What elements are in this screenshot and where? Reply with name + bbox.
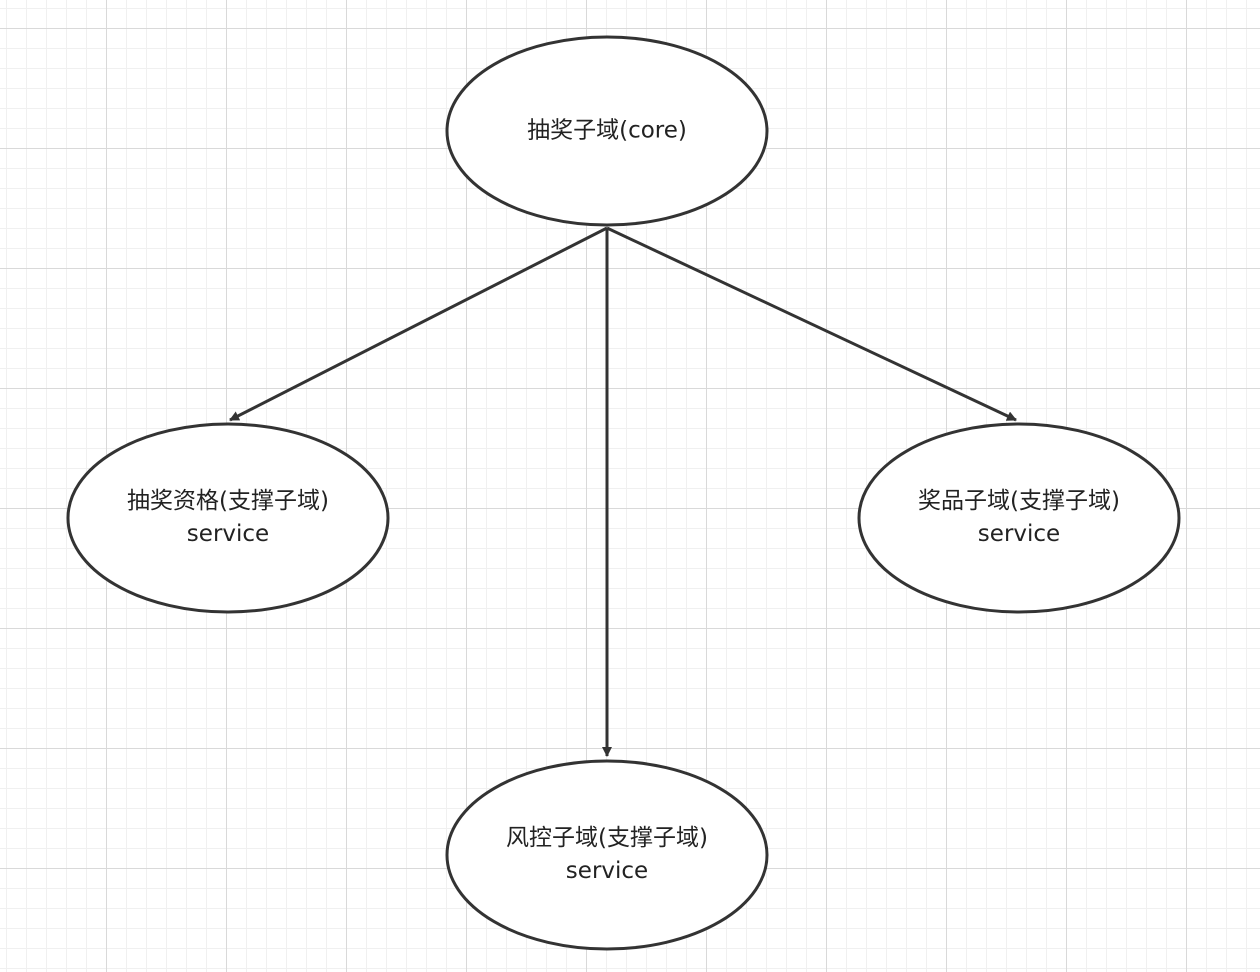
node-prize-title: 奖品子域(支撑子域) bbox=[918, 488, 1120, 514]
nodes bbox=[66, 35, 1181, 951]
edges bbox=[229, 226, 1017, 757]
node-core-title: 抽奖子域(core) bbox=[527, 117, 687, 144]
node-qualification-subtitle: service bbox=[186, 521, 270, 547]
node-prize-label: 奖品子域(支撑子域) service bbox=[918, 485, 1120, 551]
node-core-shape[interactable] bbox=[445, 35, 769, 227]
node-qualification-title: 抽奖资格(支撑子域) bbox=[127, 488, 329, 514]
node-qualification-label: 抽奖资格(支撑子域) service bbox=[127, 485, 329, 551]
node-risk-label: 风控子域(支撑子域) service bbox=[506, 822, 708, 888]
node-risk-shape[interactable] bbox=[445, 759, 769, 951]
node-risk-subtitle: service bbox=[565, 858, 649, 884]
node-qualification-shape[interactable] bbox=[66, 422, 390, 614]
node-prize-subtitle: service bbox=[977, 521, 1061, 547]
node-risk-title: 风控子域(支撑子域) bbox=[506, 825, 708, 851]
node-core-label: 抽奖子域(core) bbox=[527, 115, 687, 148]
edge-core-to-qualification[interactable] bbox=[229, 226, 608, 422]
node-prize-shape[interactable] bbox=[857, 422, 1181, 614]
edge-core-to-prize[interactable] bbox=[606, 226, 1017, 422]
